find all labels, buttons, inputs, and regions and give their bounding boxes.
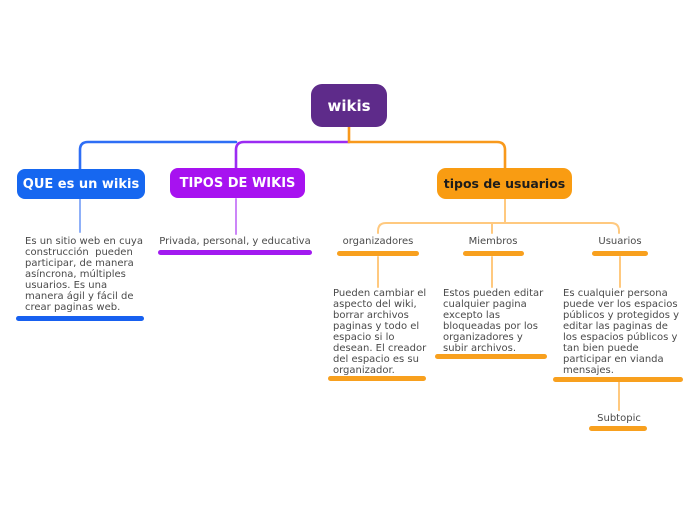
connector-usuarios-children-rail [377,222,620,234]
subtopic-usuarios[interactable]: Usuarios [598,236,642,247]
topic-tipos-label: TIPOS DE WIKIS [179,175,296,191]
subtopic-miembros[interactable]: Miembros [468,236,518,247]
root-topic-wikis[interactable]: wikis [311,84,387,127]
topic-usuarios-label: tipos de usuarios [443,176,566,191]
miembros-underline [463,251,524,256]
subtopic-privada-personal-educativa[interactable]: Privada, personal, y educativa [159,236,311,247]
organizadores-note-underline [328,376,426,381]
note-organizadores[interactable]: Pueden cambiar el aspecto del wiki, borr… [333,288,427,376]
note-que-description[interactable]: Es un sitio web en cuya construcción pue… [25,236,143,313]
root-topic-label: wikis [327,96,371,115]
subtopic-underline [589,426,647,431]
connector-root-to-tipos [234,140,351,172]
miembros-note-underline [435,354,547,359]
usuarios-underline [592,251,648,256]
topic-que-label: QUE es un wikis [22,176,140,192]
connector-root-to-que [78,140,238,172]
note-miembros[interactable]: Estos pueden editar cualquier pagina exc… [443,288,544,354]
topic-que-es-un-wikis[interactable]: QUE es un wikis [17,169,145,199]
usuarios-note-underline [553,377,683,382]
topic-tipos-de-usuarios[interactable]: tipos de usuarios [437,168,572,199]
que-note-underline [16,316,144,321]
privada-underline [158,250,312,255]
note-usuarios[interactable]: Es cualquier persona puede ver los espac… [563,288,680,376]
topic-tipos-de-wikis[interactable]: TIPOS DE WIKIS [170,168,305,198]
subtopic-organizadores[interactable]: organizadores [342,236,414,247]
subtopic-subtopic[interactable]: Subtopic [597,413,641,424]
organizadores-underline [337,251,419,256]
connector-root-to-usuarios [347,125,507,172]
